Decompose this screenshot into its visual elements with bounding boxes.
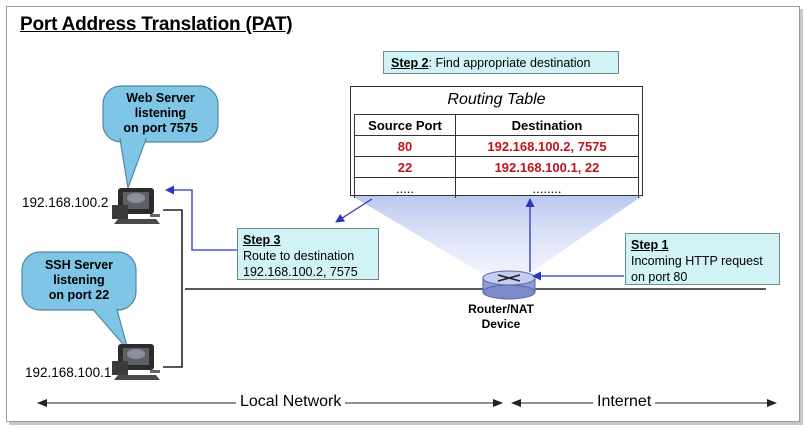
- column-header-destination: Destination: [455, 114, 639, 136]
- step2-heading: Step 2: [391, 56, 429, 70]
- web-server-computer-icon: [112, 188, 160, 224]
- table-row: 80 192.168.100.2, 7575: [354, 135, 639, 157]
- web-bubble-line2: listening: [134, 106, 187, 120]
- flow-arrows: [165, 185, 624, 281]
- web-server-cable: [163, 209, 183, 289]
- routing-table-title: Routing Table: [447, 91, 546, 108]
- ssh-server-cable: [163, 289, 183, 368]
- step2-text: : Find appropriate destination: [428, 56, 591, 70]
- step1-line2: on port 80: [631, 270, 688, 284]
- row-destination: 192.168.100.2, 7575: [455, 135, 639, 157]
- router-icon: [482, 270, 536, 300]
- row-destination: 192.168.100.1, 22: [455, 156, 639, 178]
- row-source-port: 80: [354, 135, 456, 157]
- ssh-server-bubble-shape: [21, 251, 137, 351]
- ssh-bubble-line3: on port 22: [48, 288, 110, 302]
- routing-table: Source Port Destination 80 192.168.100.2…: [354, 114, 639, 198]
- step3-callout: Step 3 Route to destination 192.168.100.…: [237, 228, 379, 280]
- table-row: ..... ........: [354, 177, 639, 198]
- web-server-bubble: Web Server listening on port 7575: [103, 91, 218, 136]
- web-server-ip: 192.168.100.2: [22, 195, 109, 210]
- ssh-server-bubble: SSH Server listening on port 22: [22, 258, 136, 303]
- step2-callout: Step 2: Find appropriate destination: [383, 51, 619, 74]
- web-bubble-line3: on port 7575: [123, 121, 198, 135]
- step1-heading: Step 1: [631, 238, 669, 252]
- router-label-line1: Router/NAT: [468, 302, 534, 316]
- network-wires: [163, 209, 766, 368]
- router-label-line2: Device: [481, 317, 521, 331]
- step1-line1: Incoming HTTP request: [631, 254, 763, 268]
- column-header-source-port: Source Port: [354, 114, 456, 136]
- ssh-bubble-line1: SSH Server: [44, 258, 114, 272]
- step3-heading: Step 3: [243, 233, 281, 247]
- local-network-label: Local Network: [236, 393, 346, 411]
- row-destination: ........: [455, 177, 639, 198]
- ssh-server-ip: 192.168.100.1: [25, 365, 112, 380]
- internet-label: Internet: [593, 393, 656, 411]
- step3-to-web-server-arrow: [165, 185, 237, 251]
- page-title: Port Address Translation (PAT): [20, 14, 293, 35]
- step1-callout: Step 1 Incoming HTTP request on port 80: [625, 233, 780, 285]
- lookup-beam: [352, 196, 642, 284]
- table-header-row: Source Port Destination: [354, 114, 639, 136]
- web-server-bubble-shape: [102, 85, 219, 191]
- ssh-bubble-line2: listening: [53, 273, 105, 287]
- routing-table-panel: Routing Table Source Port Destination 80…: [350, 86, 643, 198]
- web-bubble-line1: Web Server: [126, 91, 195, 105]
- step3-line2: 192.168.100.2, 7575: [243, 265, 358, 279]
- router-label: Router/NAT Device: [466, 302, 536, 332]
- ssh-server-computer-icon: [112, 344, 160, 380]
- table-to-step3-arrow: [335, 198, 373, 223]
- row-source-port: 22: [354, 156, 456, 178]
- table-row: 22 192.168.100.1, 22: [354, 156, 639, 178]
- step3-line1: Route to destination: [243, 249, 355, 263]
- row-source-port: .....: [354, 177, 456, 198]
